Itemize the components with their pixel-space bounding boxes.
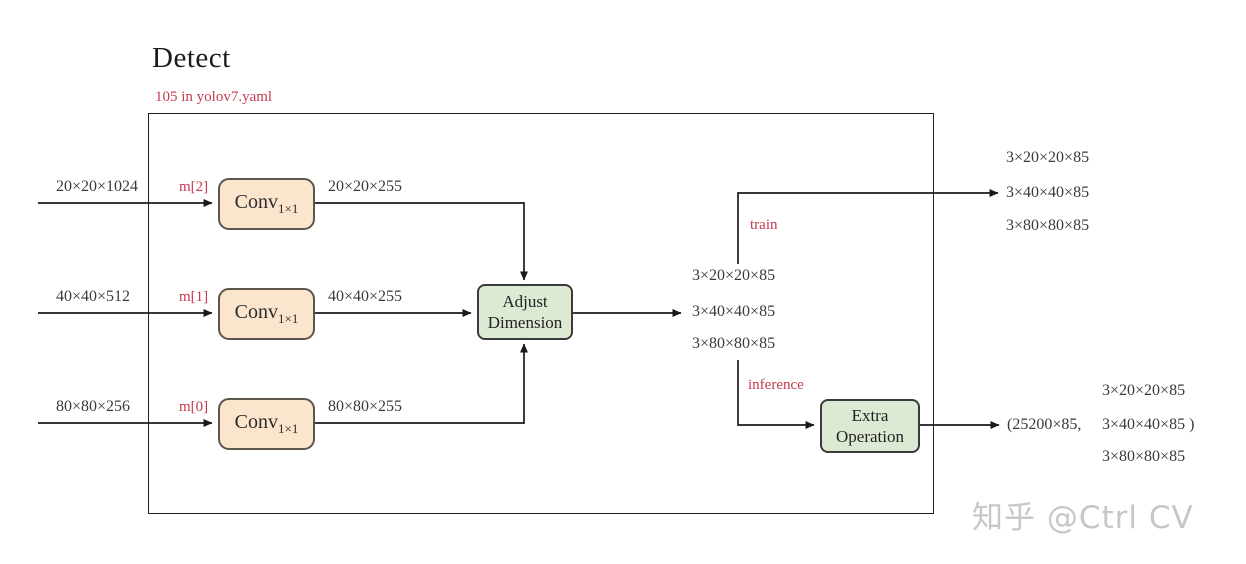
m0-label: m[0] [179,399,209,415]
conv-node-label: Conv1×1 [234,191,299,216]
conv-out-dim-m0: 80×80×255 [328,398,403,415]
conv-kernel-subscript: 1×1 [278,201,299,216]
page-title: Detect [152,42,231,74]
inference-output-line-1: 3×20×20×85 [1102,382,1186,399]
inference-output-line-3: 3×80×80×85 [1102,448,1186,465]
zhihu-watermark: 知乎 @Ctrl CV [972,500,1194,536]
conv-kernel-subscript: 1×1 [278,311,299,326]
conv-node-label: Conv1×1 [234,301,299,326]
train-output-line-1: 3×20×20×85 [1006,149,1090,166]
conv-node-m2: Conv1×1 [218,178,315,230]
conv-node-label: Conv1×1 [234,411,299,436]
conv-out-dim-m1: 40×40×255 [328,288,403,305]
detect-module-frame [148,113,934,514]
conv-kernel-subscript: 1×1 [278,421,299,436]
train-branch-label: train [750,217,778,233]
input-dim-m1: 40×40×512 [56,288,131,305]
inference-branch-label: inference [748,377,804,393]
input-dim-m2: 20×20×1024 [56,178,139,195]
middle-output-line-3: 3×80×80×85 [692,335,776,352]
yaml-reference-label: 105 in yolov7.yaml [155,89,273,105]
inference-output-prefix: (25200×85, [1007,416,1082,433]
conv-out-dim-m2: 20×20×255 [328,178,403,195]
middle-output-line-2: 3×40×40×85 [692,303,776,320]
m1-label: m[1] [179,289,209,305]
input-dim-m0: 80×80×256 [56,398,131,415]
conv-node-m1: Conv1×1 [218,288,315,340]
m2-label: m[2] [179,179,209,195]
train-output-line-2: 3×40×40×85 [1006,184,1090,201]
conv-node-m0: Conv1×1 [218,398,315,450]
train-output-line-3: 3×80×80×85 [1006,217,1090,234]
middle-output-line-1: 3×20×20×85 [692,267,776,284]
inference-output-line-2: 3×40×40×85 ) [1102,416,1195,433]
